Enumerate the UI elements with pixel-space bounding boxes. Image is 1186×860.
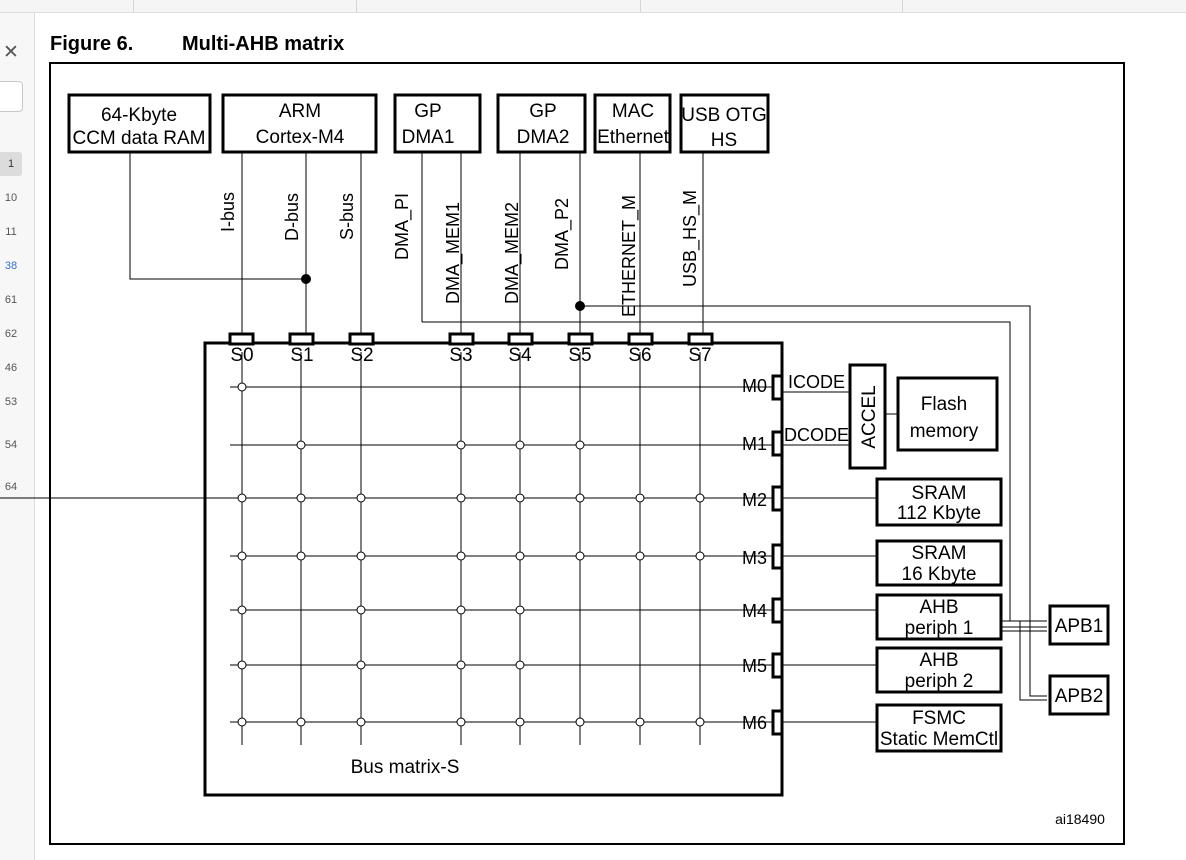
- page-number-item[interactable]: 10: [4, 192, 18, 204]
- page-number-item[interactable]: 46: [4, 362, 18, 374]
- slave-port-label: S0: [230, 345, 253, 366]
- outline-sidebar: ✕ 1 10 11 38 61 62 46 53 54 64: [0, 13, 35, 860]
- accel-box: [848, 363, 887, 470]
- close-icon[interactable]: ✕: [3, 42, 19, 63]
- matrix-label: Bus matrix-S: [351, 757, 460, 778]
- figure-id-code: ai18490: [1055, 811, 1105, 827]
- sram-112-label: SRAM: [912, 483, 967, 504]
- slave-port-label: S6: [628, 345, 651, 366]
- master-port-label: M5: [742, 656, 767, 676]
- figure-title: Figure 6. Multi-AHB matrix: [50, 33, 344, 56]
- bus-label: ETHERNET_M: [619, 195, 640, 317]
- bus-label: DMA_MEM1: [443, 202, 464, 304]
- bus-label: DMA_MEM2: [502, 202, 523, 304]
- slave-port-label: S7: [688, 345, 711, 366]
- master-port-label: M2: [742, 490, 767, 510]
- top-toolbar: [0, 0, 1186, 13]
- slave-port-tabs: [228, 332, 714, 346]
- page-number-item[interactable]: 11: [5, 226, 17, 238]
- sram-16-label: 16 Kbyte: [902, 564, 977, 585]
- master-port-label: M0: [742, 376, 767, 396]
- figure-frame: [49, 62, 1125, 845]
- master-box-usb-label: USB OTG: [681, 105, 767, 126]
- bus-label: D-bus: [282, 193, 302, 241]
- ahb-periph1-label: periph 1: [905, 618, 974, 639]
- page-number-item[interactable]: 61: [4, 294, 18, 306]
- apb1-label: APB1: [1055, 616, 1104, 637]
- page-number-item[interactable]: 64: [4, 481, 18, 493]
- figure-number: Figure 6.: [50, 33, 134, 55]
- apb-boxes: [1048, 604, 1110, 716]
- slave-port-label: S4: [508, 345, 532, 366]
- apb2-label: APB2: [1055, 686, 1104, 707]
- master-box-cortex-label: ARM: [279, 101, 321, 122]
- page-number-item[interactable]: 1: [0, 152, 22, 176]
- master-port-label: M4: [742, 601, 767, 621]
- master-box-dma1-label: GP: [414, 101, 441, 122]
- toolbar-divider: [133, 0, 134, 12]
- ahb-periph2-label: AHB: [919, 650, 958, 671]
- fsmc-label: Static MemCtl: [880, 729, 998, 750]
- master-port-tabs: [771, 374, 784, 736]
- fsmc-label: FSMC: [912, 708, 966, 729]
- page-number-item[interactable]: 53: [4, 396, 18, 408]
- matrix-crosspoints: [237, 382, 705, 727]
- dcode-label: DCODE: [784, 425, 849, 445]
- ahb-periph2-label: periph 2: [905, 671, 974, 692]
- master-box-ccm-label: CCM data RAM: [72, 128, 205, 149]
- bus-matrix-box: [203, 341, 784, 797]
- toolbar-divider: [356, 0, 357, 12]
- toolbar-divider: [640, 0, 641, 12]
- master-box-ccm-label: 64-Kbyte: [101, 105, 177, 126]
- figure-caption: Multi-AHB matrix: [182, 33, 345, 55]
- master-box-dma2-label: DMA2: [517, 127, 570, 148]
- bus-label: I-bus: [218, 192, 238, 232]
- bus-label: DMA_P2: [552, 198, 573, 270]
- bus-label: S-bus: [337, 193, 357, 240]
- sram-16-label: SRAM: [912, 543, 967, 564]
- accel-label: ACCEL: [859, 385, 880, 448]
- master-port-label: M6: [742, 713, 767, 733]
- master-box-ethernet-label: MAC: [612, 101, 654, 122]
- search-input[interactable]: [0, 81, 23, 112]
- page-number-item[interactable]: 62: [4, 328, 18, 340]
- toolbar-divider: [902, 0, 903, 12]
- master-box-cortex-label: Cortex-M4: [256, 127, 345, 148]
- flash-memory-label: Flash: [921, 394, 967, 415]
- master-box-dma2-label: GP: [529, 101, 556, 122]
- page-number-item[interactable]: 54: [4, 439, 18, 451]
- slave-port-label: S1: [290, 345, 313, 366]
- bus-label: USB_HS_M: [680, 190, 701, 287]
- page-number-item[interactable]: 38: [4, 260, 18, 272]
- slave-port-label: S5: [568, 345, 591, 366]
- sram-112-label: 112 Kbyte: [897, 503, 981, 524]
- master-boxes: [67, 93, 770, 154]
- master-port-label: M1: [742, 434, 767, 454]
- flash-memory-label: memory: [910, 421, 979, 442]
- junction-dots: [301, 274, 585, 311]
- bus-lines: [0, 152, 1047, 745]
- slave-boxes: [875, 376, 1003, 753]
- slave-port-label: S3: [449, 345, 472, 366]
- master-box-usb-label: HS: [711, 130, 737, 151]
- bus-label: DMA_PI: [392, 193, 413, 260]
- master-box-ethernet-label: Ethernet: [597, 127, 670, 148]
- master-box-dma1-label: DMA1: [402, 127, 455, 148]
- ahb-periph1-label: AHB: [919, 597, 958, 618]
- icode-label: ICODE: [788, 372, 845, 392]
- slave-port-label: S2: [350, 345, 373, 366]
- master-port-label: M3: [742, 548, 767, 568]
